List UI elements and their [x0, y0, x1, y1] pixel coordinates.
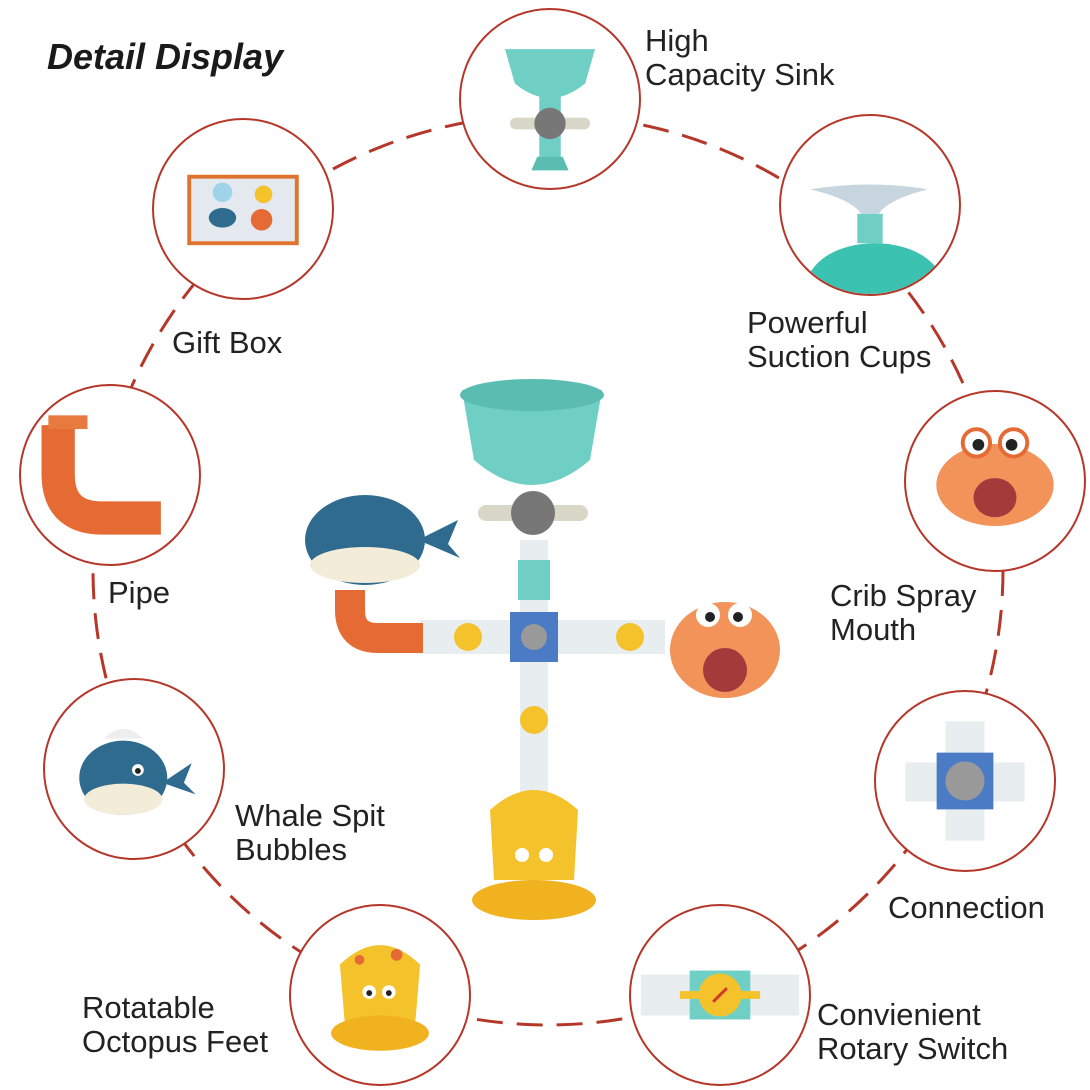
- sink-detail-circle: [459, 8, 641, 190]
- page-title: Detail Display: [47, 36, 284, 77]
- crab-icon: [936, 427, 1054, 526]
- connection-detail-circle: [874, 690, 1056, 872]
- pipe-icon: [41, 415, 161, 535]
- octopus-detail-circle: [289, 904, 471, 1086]
- connector-icon: [905, 721, 1025, 841]
- rotary-switch-icon: [640, 970, 800, 1020]
- pipe-detail-circle: [19, 384, 201, 566]
- whale-detail-circle: [43, 678, 225, 860]
- rotary-detail-circle: [629, 904, 811, 1086]
- sink-icon: [505, 49, 595, 171]
- bath-toy-illustration: [290, 290, 810, 970]
- label-pipe: Pipe: [108, 575, 171, 610]
- whale-icon: [79, 728, 196, 815]
- suction-detail-circle: [779, 114, 961, 296]
- label-gift-box: Gift Box: [172, 325, 283, 360]
- octopus-icon: [331, 945, 429, 1051]
- crab-detail-circle: [904, 390, 1086, 572]
- suction-cup-icon: [806, 184, 944, 294]
- gift-box-detail-circle: [152, 118, 334, 300]
- gift-box-icon: [187, 174, 299, 246]
- label-connection: Connection: [888, 890, 1045, 925]
